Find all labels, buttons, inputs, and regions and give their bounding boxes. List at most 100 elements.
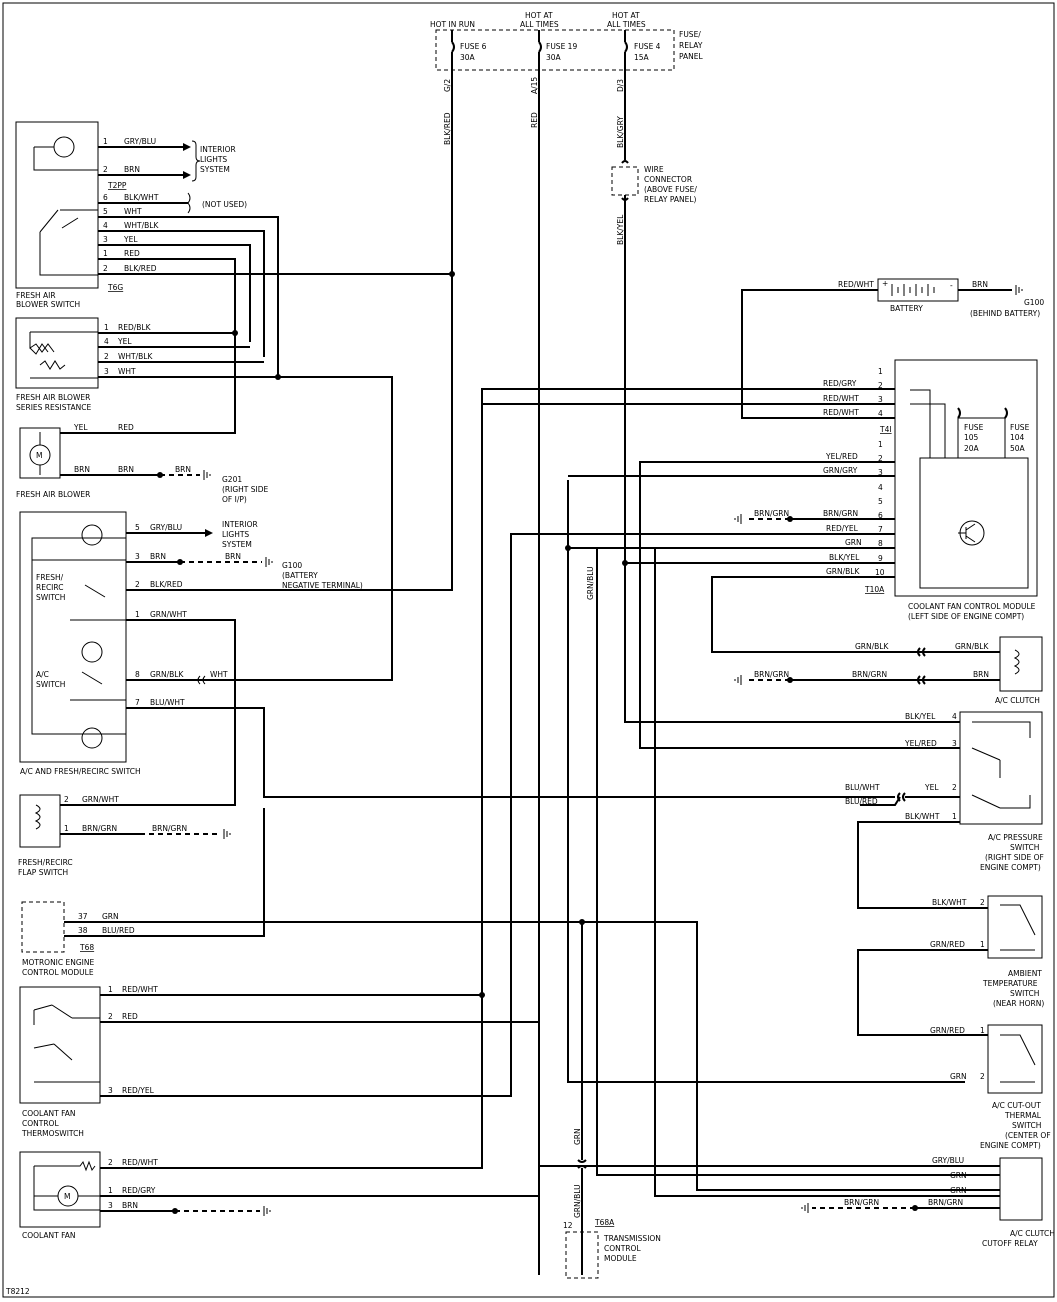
wire-gry-blu-2: GRY/BLU — [150, 523, 182, 532]
wire-wht: WHT — [124, 207, 142, 216]
svg-text:2: 2 — [64, 795, 69, 804]
wire-grn-cutout: GRN — [950, 1072, 967, 1081]
interior-label-b1: INTERIOR — [222, 520, 258, 529]
svg-text:1: 1 — [135, 610, 140, 619]
wire-yel-2: YEL — [117, 337, 132, 346]
wire-brn: BRN — [124, 165, 140, 174]
ac-switch-label-2: SWITCH — [36, 680, 65, 689]
wire-blu-wht: BLU/WHT — [150, 698, 185, 707]
svg-text:2: 2 — [103, 264, 108, 273]
pressure-switch-label-3: (RIGHT SIDE OF — [985, 853, 1044, 862]
svg-text:2: 2 — [108, 1012, 113, 1021]
svg-text:1: 1 — [104, 323, 109, 332]
svg-text:2: 2 — [103, 165, 108, 174]
wire-yel-blower: YEL — [73, 423, 88, 432]
g201-label-2: (RIGHT SIDE — [222, 485, 269, 494]
svg-text:4: 4 — [878, 483, 883, 492]
fuse6-label: FUSE 6 — [460, 42, 487, 51]
flap-switch-label-2: FLAP SWITCH — [18, 868, 68, 877]
wire-brn-blower-3: BRN — [175, 465, 191, 474]
svg-text:2: 2 — [980, 1072, 985, 1081]
coolant-fan: M COOLANT FAN RED/WHT RED/GRY BRN 213 — [19, 995, 539, 1240]
wire-grn-relay-1: GRN — [950, 1171, 967, 1180]
svg-text:1: 1 — [980, 940, 985, 949]
wire-grn-blu-bottom: GRN/BLU — [573, 1184, 582, 1218]
wire-blk-red: BLK/RED — [124, 264, 157, 273]
svg-text:37: 37 — [78, 912, 88, 921]
wire-wht-2: WHT — [118, 367, 136, 376]
wire-wht-blk: WHT/BLK — [124, 221, 159, 230]
wire-blk-yel-t10: BLK/YEL — [829, 553, 860, 562]
tcm-label-1: TRANSMISSION — [603, 1234, 661, 1243]
wire-red-wht-fan: RED/WHT — [122, 1158, 158, 1167]
thermoswitch-label-2: CONTROL — [22, 1119, 59, 1128]
wire-connector-label-3: (ABOVE FUSE/ — [644, 185, 697, 194]
fuse4-label: FUSE 4 — [634, 42, 661, 51]
battery: + - BATTERY RED/WHT BRN G100 (BEHIND BAT… — [741, 278, 1044, 419]
svg-text:2: 2 — [104, 352, 109, 361]
svg-text:4: 4 — [952, 712, 957, 721]
g100-battery-label-2: (BEHIND BATTERY) — [970, 309, 1040, 318]
motronic-label-1: MOTRONIC ENGINE — [22, 958, 94, 967]
svg-text:1: 1 — [108, 1186, 113, 1195]
ambient-temperature-switch: AMBIENT TEMPERATURE SWITCH (NEAR HORN) B… — [857, 895, 1044, 1036]
cutoff-relay-label-1: A/C CLUTCH — [1010, 1229, 1055, 1238]
fresh-recirc-label-3: SWITCH — [36, 593, 65, 602]
wire-red-wht-battery: RED/WHT — [838, 280, 874, 289]
fresh-air-blower: M FRESH AIR BLOWER YEL RED BRN BRN BRN G… — [16, 423, 269, 504]
wire-red: RED — [124, 249, 140, 258]
wire-brn-ac: BRN — [150, 552, 166, 561]
wire-red-yel-thermo: RED/YEL — [122, 1086, 155, 1095]
svg-text:1: 1 — [952, 812, 957, 821]
panel-label-1: FUSE/ — [679, 30, 701, 39]
svg-text:3: 3 — [108, 1201, 113, 1210]
wire-brn-blower-2: BRN — [118, 465, 134, 474]
ambient-label-2: TEMPERATURE — [982, 979, 1038, 988]
tcm-pin: 12 — [563, 1221, 573, 1230]
ac-clutch-label: A/C CLUTCH — [995, 696, 1040, 705]
wire-blk-wht-amb: BLK/WHT — [932, 898, 967, 907]
ac-cutout-thermal-switch: A/C CUT-OUT THERMAL SWITCH (CENTER OF EN… — [930, 1024, 1051, 1150]
ac-fresh-recirc-label: A/C AND FRESH/RECIRC SWITCH — [20, 767, 141, 776]
fuse104-label-2: 104 — [1010, 433, 1025, 442]
pin-a15: A/15 — [530, 77, 539, 94]
wire-red-wht-t4-4: RED/WHT — [823, 408, 859, 417]
svg-text:3: 3 — [135, 552, 140, 561]
blower-switch-label-2: BLOWER SWITCH — [16, 300, 80, 309]
wire-yel-red-ps: YEL/RED — [904, 739, 937, 748]
svg-text:2: 2 — [878, 381, 883, 390]
wire-brn-grn-clutch-2: BRN/GRN — [852, 670, 887, 679]
wire-blk-yel-vert: BLK/YEL — [616, 214, 625, 245]
blower-switch-label-1: FRESH AIR — [16, 291, 56, 300]
svg-text:7: 7 — [135, 698, 140, 707]
svg-text:6: 6 — [103, 193, 108, 202]
wire-red-vert: RED — [530, 112, 539, 128]
g100-label-2: (BATTERY — [282, 571, 318, 580]
svg-text:8: 8 — [878, 539, 883, 548]
wire-grn-relay-2: GRN — [950, 1186, 967, 1195]
wire-wht-ac: WHT — [210, 670, 228, 679]
all-times-label-1: ALL TIMES — [520, 20, 559, 29]
wire-gry-blu-relay: GRY/BLU — [932, 1156, 964, 1165]
vertical-feeds: BLK/RED RED BLK/GRY BLK/YEL WIRE CONNECT… — [380, 70, 1000, 1275]
wire-connector-label-2: CONNECTOR — [644, 175, 692, 184]
wire-blu-red-ps: BLU/RED — [845, 797, 878, 806]
thermoswitch-label-3: THERMOSWITCH — [21, 1129, 84, 1138]
wire-brn-ac-2: BRN — [225, 552, 241, 561]
wire-connector-label-4: RELAY PANEL) — [644, 195, 697, 204]
wire-blk-wht-ps: BLK/WHT — [905, 812, 940, 821]
fuse104-label-3: 50A — [1010, 444, 1026, 453]
svg-text:+: + — [882, 279, 888, 288]
wire-red-blk: RED/BLK — [118, 323, 152, 332]
figure-id: T8212 — [5, 1287, 30, 1296]
fresh-air-blower-switch: FRESH AIR BLOWER SWITCH T2PP T6G GRY/BLU… — [15, 121, 455, 434]
wire-brn-grn-flap: BRN/GRN — [82, 824, 117, 833]
wire-red-blower: RED — [118, 423, 134, 432]
wire-brn-grn-clutch: BRN/GRN — [754, 670, 789, 679]
svg-text:3: 3 — [878, 468, 883, 477]
wire-grn-wht: GRN/WHT — [150, 610, 187, 619]
thermoswitch-label-1: COOLANT FAN — [22, 1109, 75, 1118]
fresh-recirc-label-1: FRESH/ — [36, 573, 64, 582]
